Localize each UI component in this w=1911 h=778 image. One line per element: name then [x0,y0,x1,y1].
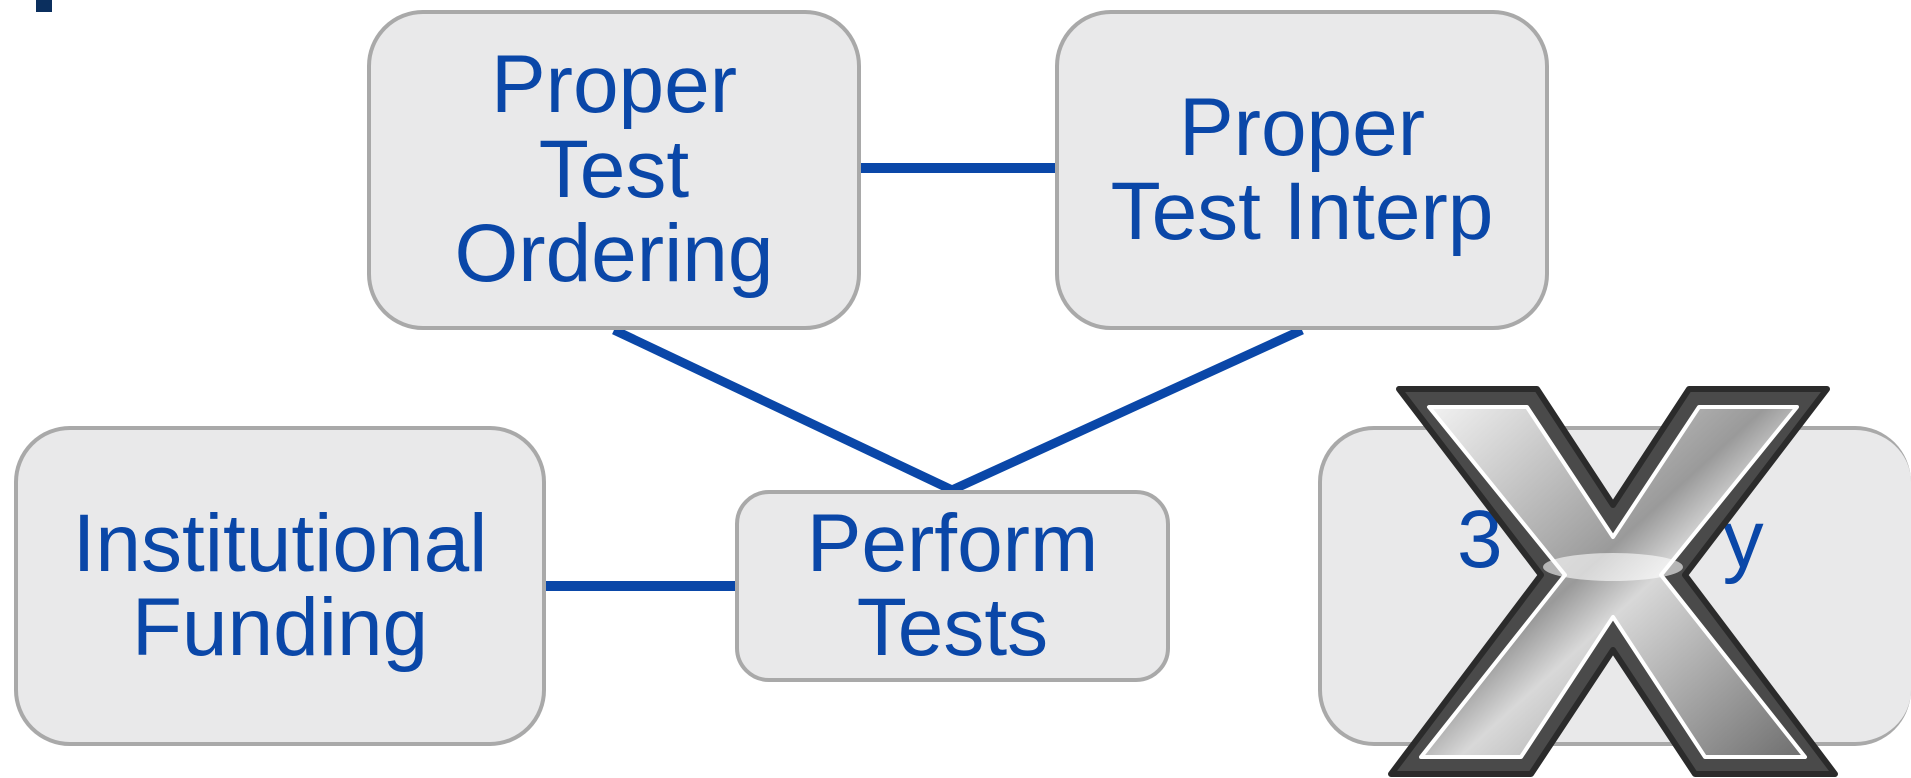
x-mark-icon [1388,386,1838,777]
node-institutional-funding: Institutional Funding [14,426,546,746]
node-label-line: Institutional [72,497,488,589]
node-label-line: Proper [1178,81,1426,173]
node-proper-test-interp: Proper Test Interp [1055,10,1549,330]
corner-mark [36,0,52,12]
node-label-line: Test Interp [1110,166,1494,257]
node-label-line: Test [538,123,690,215]
node-label-line: Perform [806,497,1099,589]
edge-ordering-perform [612,325,954,495]
node-label-line: Ordering [454,208,774,300]
node-proper-test-ordering: Proper Test Ordering [367,10,861,330]
node-label-line: Tests [856,582,1049,673]
node-label-line: Proper [490,39,738,131]
node-perform-tests: Perform Tests [735,490,1170,682]
edge-interp-perform [950,325,1304,495]
node-label-line: Funding [131,582,429,673]
